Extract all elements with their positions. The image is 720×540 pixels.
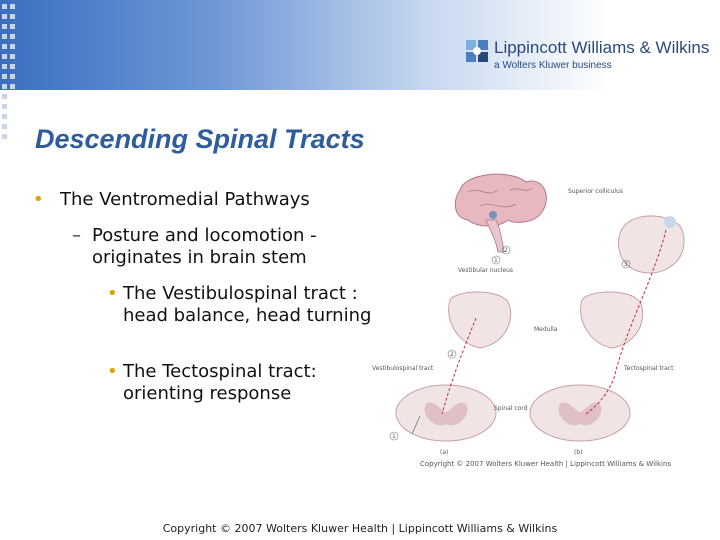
- bullet-marker: •: [107, 283, 118, 304]
- medulla-sections: [448, 291, 644, 349]
- brain-illustration: [454, 173, 547, 253]
- sub-bullet-text: Posture and locomotion - originates in b…: [92, 225, 317, 268]
- decorative-dots: [0, 0, 22, 200]
- slide-title: Descending Spinal Tracts: [35, 124, 365, 154]
- midbrain-section: [618, 215, 685, 274]
- label-medulla: Medulla: [534, 326, 558, 333]
- marker-2-top: 2: [504, 247, 508, 254]
- dash-marker: –: [72, 225, 81, 246]
- bullet-marker: •: [107, 361, 118, 382]
- label-panel-b: (b): [574, 449, 583, 456]
- label-vestibulospinal: Vestibulospinal tract: [372, 365, 434, 372]
- header-banner: [0, 0, 720, 90]
- label-vestibular-nucleus: Vestibular nucleus: [458, 267, 513, 274]
- logo-mark-icon: [466, 40, 488, 62]
- descending-tracts-figure: Superior colliculus Vestibular nucleus M…: [372, 173, 685, 456]
- label-tectospinal: Tectospinal tract: [623, 365, 674, 372]
- bullet-marker: •: [33, 189, 44, 210]
- marker-3: 3: [624, 261, 628, 268]
- item-text: The Tectospinal tract: orienting respons…: [123, 361, 317, 404]
- label-superior-colliculus: Superior colliculus: [568, 188, 623, 195]
- logo-name: Lippincott Williams & Wilkins: [494, 38, 710, 57]
- label-spinal-cord: Spinal cord: [494, 405, 528, 412]
- bullet-text: The Ventromedial Pathways: [60, 189, 310, 210]
- logo-subtitle: a Wolters Kluwer business: [494, 60, 612, 71]
- publisher-logo: Lippincott Williams & Wilkins a Wolters …: [466, 36, 716, 76]
- spinal-cord-sections: [395, 384, 631, 442]
- marker-1: 1: [494, 257, 498, 264]
- item-text: The Vestibulospinal tract : head balance…: [123, 283, 372, 326]
- figure-caption: Copyright © 2007 Wolters Kluwer Health |…: [420, 460, 672, 468]
- slide-footer: Copyright © 2007 Wolters Kluwer Health |…: [162, 522, 558, 535]
- marker-1-bottom: 1: [392, 433, 396, 440]
- tract-lines: [411, 229, 667, 435]
- marker-2: 2: [450, 351, 454, 358]
- label-panel-a: (a): [440, 449, 448, 456]
